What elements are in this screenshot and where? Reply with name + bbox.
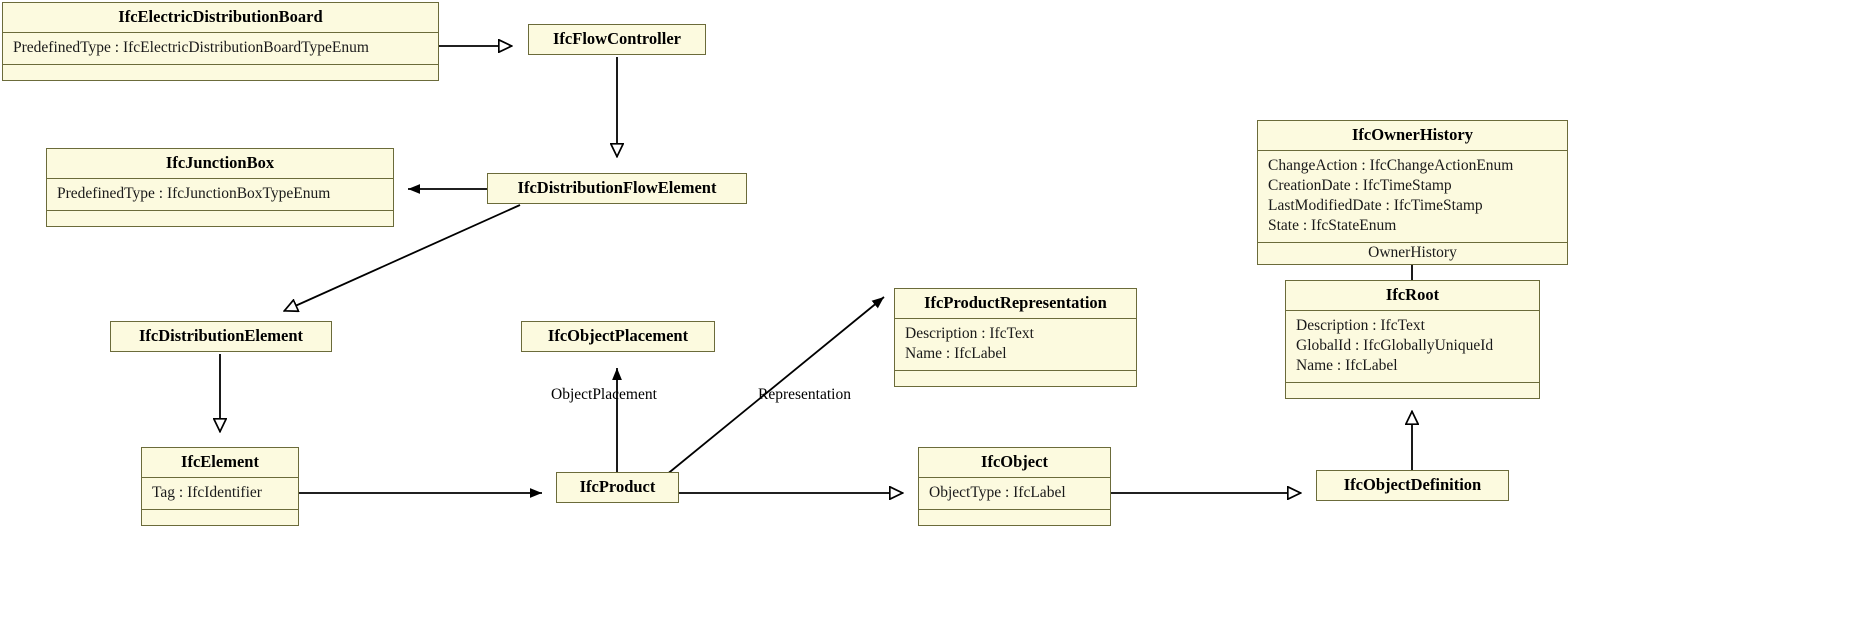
uml-class-ifcdistributionflowelement[interactable]: IfcDistributionFlowElement	[487, 173, 747, 205]
uml-attribute: PredefinedType : IfcJunctionBoxTypeEnum	[57, 185, 331, 203]
uml-compartment-divider	[919, 509, 1110, 511]
uml-attribute: Name : IfcLabel	[1296, 357, 1398, 375]
uml-compartment-divider	[919, 477, 1110, 479]
uml-class-ifcproduct[interactable]: IfcProduct	[556, 472, 679, 504]
uml-class-title: IfcProduct	[579, 477, 656, 496]
uml-operations-compartment	[919, 510, 1110, 525]
uml-role-label: OwnerHistory	[1368, 243, 1457, 261]
uml-attribute-compartment: PredefinedType : IfcElectricDistribution…	[3, 33, 438, 64]
edge-label-representation: Representation	[758, 386, 851, 403]
uml-compartment-divider	[1286, 381, 1539, 383]
uml-attribute: Description : IfcText	[1296, 317, 1425, 335]
uml-class-title: IfcOwnerHistory	[1352, 125, 1473, 144]
uml-class-ifcdistributionelement[interactable]: IfcDistributionElement	[110, 321, 332, 353]
uml-compartment-divider	[3, 32, 438, 34]
uml-attribute: Name : IfcLabel	[905, 345, 1007, 363]
uml-compartment-divider	[1258, 150, 1567, 152]
uml-compartment-divider	[47, 178, 393, 180]
uml-operations-compartment	[895, 371, 1136, 386]
uml-class-title: IfcObjectPlacement	[547, 326, 689, 345]
uml-class-title: IfcJunctionBox	[165, 153, 275, 172]
uml-class-title: IfcElement	[181, 452, 259, 471]
uml-class-title: IfcDistributionElement	[138, 326, 304, 345]
uml-class-title: IfcDistributionFlowElement	[517, 178, 717, 197]
uml-compartment-divider	[47, 210, 393, 212]
uml-attribute: State : IfcStateEnum	[1268, 216, 1397, 234]
uml-class-title: IfcProductRepresentation	[924, 293, 1107, 312]
uml-class-title: IfcRoot	[1385, 285, 1440, 304]
uml-class-ifcobjectplacement[interactable]: IfcObjectPlacement	[521, 321, 715, 353]
uml-attribute: LastModifiedDate : IfcTimeStamp	[1268, 197, 1483, 215]
uml-class-ifcflowcontroller[interactable]: IfcFlowController	[528, 24, 706, 56]
uml-class-title: IfcObject	[981, 452, 1048, 471]
uml-compartment-divider	[3, 64, 438, 66]
uml-operations-compartment	[3, 65, 438, 80]
uml-compartment-divider	[142, 509, 298, 511]
uml-compartment-divider	[1286, 310, 1539, 312]
uml-class-title: IfcObjectDefinition	[1343, 475, 1482, 494]
uml-class-title: IfcElectricDistributionBoard	[118, 7, 323, 26]
uml-attribute: ObjectType : IfcLabel	[929, 484, 1066, 502]
uml-attribute: ChangeAction : IfcChangeActionEnum	[1268, 157, 1514, 175]
uml-compartment-divider	[142, 477, 298, 479]
uml-attribute-compartment: ObjectType : IfcLabel	[919, 478, 1110, 509]
uml-compartment-divider	[1258, 241, 1567, 243]
uml-attribute: CreationDate : IfcTimeStamp	[1268, 177, 1452, 195]
uml-operations-compartment	[142, 510, 298, 525]
uml-attribute: PredefinedType : IfcElectricDistribution…	[13, 39, 369, 57]
uml-class-title: IfcFlowController	[553, 29, 681, 48]
uml-class-ifcobjectdefinition[interactable]: IfcObjectDefinition	[1316, 470, 1509, 502]
edge-label-objectplacement: ObjectPlacement	[551, 386, 657, 403]
uml-attribute: Description : IfcText	[905, 325, 1034, 343]
uml-attribute-compartment: Tag : IfcIdentifier	[142, 478, 298, 509]
uml-compartment-divider	[895, 370, 1136, 372]
uml-operations-compartment	[47, 211, 393, 226]
uml-attribute-compartment: PredefinedType : IfcJunctionBoxTypeEnum	[47, 179, 393, 210]
uml-attribute: GlobalId : IfcGloballyUniqueId	[1296, 337, 1494, 355]
uml-compartment-divider	[895, 318, 1136, 320]
uml-operations-compartment	[1286, 383, 1539, 398]
uml-attribute: Tag : IfcIdentifier	[152, 484, 262, 502]
